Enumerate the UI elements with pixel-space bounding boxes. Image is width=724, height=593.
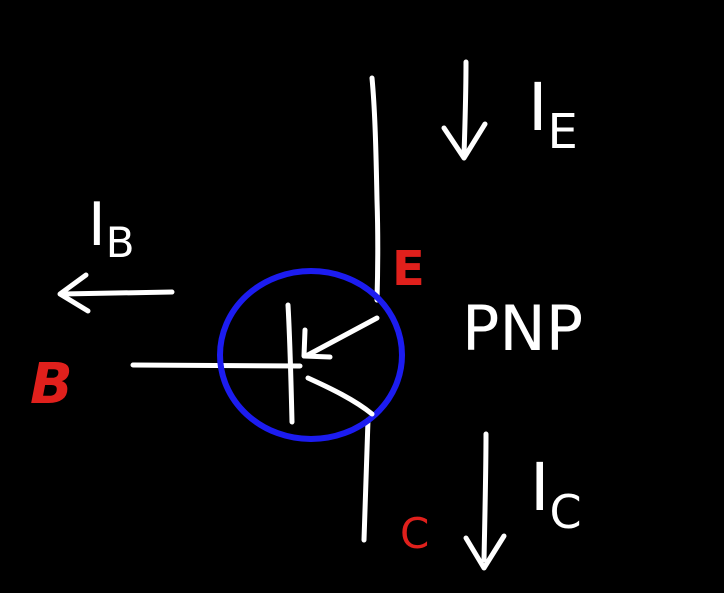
base-current-subscript: B <box>106 218 135 267</box>
base-current-arrowhead <box>57 272 91 314</box>
emitter-current-arrowhead <box>441 121 488 161</box>
base-current-arrow <box>59 289 175 297</box>
collector-current-label: IC <box>530 449 582 539</box>
emitter-wire <box>369 75 381 303</box>
emitter-terminal-label: E <box>392 241 425 297</box>
collector-terminal-label: C <box>400 509 429 558</box>
collector-lead <box>305 375 375 417</box>
base-terminal-label: B <box>30 352 73 417</box>
base-current-symbol: I <box>88 190 106 260</box>
emitter-current-symbol: I <box>528 69 547 146</box>
base-wire <box>130 362 303 369</box>
base-plate <box>285 302 295 425</box>
emitter-current-subscript: E <box>547 104 577 160</box>
emitter-current-label: IE <box>528 69 578 160</box>
emitter-lead <box>303 315 380 359</box>
collector-current-arrowhead <box>463 533 507 571</box>
base-current-label: IB <box>88 190 135 267</box>
transistor-type-label: PNP <box>462 292 583 365</box>
collector-wire <box>361 417 371 543</box>
transistor-circle <box>217 268 405 442</box>
emitter-current-arrow <box>461 59 469 158</box>
collector-current-arrow <box>481 431 489 563</box>
collector-current-symbol: I <box>530 449 549 526</box>
emitter-arrowhead <box>301 327 333 360</box>
collector-current-subscript: C <box>549 485 581 539</box>
